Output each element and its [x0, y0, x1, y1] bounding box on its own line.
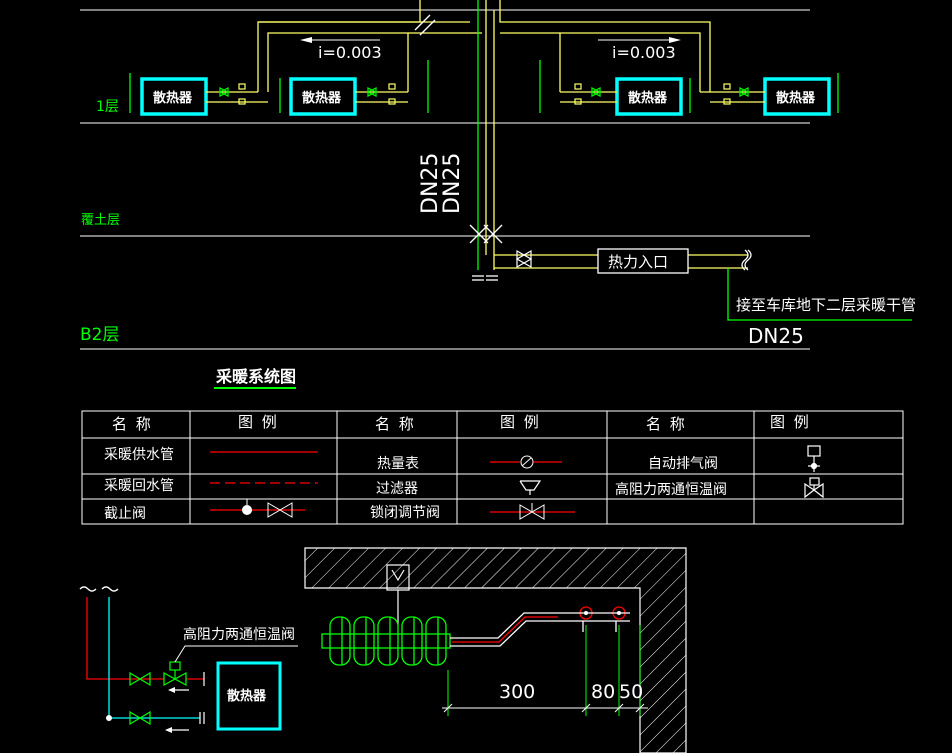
legend-header-4: 图 例 [500, 413, 541, 431]
riser-size-a: DN25 [418, 153, 443, 214]
legend-header-5: 名 称 [646, 415, 687, 433]
cover-soil-label: 覆土层 [81, 213, 120, 228]
radiator-4-label: 散热器 [776, 90, 816, 106]
radiator-4: 散热器 [763, 77, 831, 116]
legend-header-6: 图 例 [770, 413, 811, 431]
diagram-title: 采暖系统图 [215, 367, 296, 386]
dimension-lines [442, 625, 648, 716]
legend-row2-name1: 采暖回水管 [104, 478, 174, 494]
radiator-connection-pipe [450, 606, 630, 647]
legend-row1-name3: 自动排气阀 [648, 456, 718, 472]
heat-inlet-main [494, 249, 912, 321]
dim-80: 80 [591, 681, 615, 703]
dim-50: 50 [619, 681, 643, 703]
legend-row1-name1: 采暖供水管 [104, 447, 174, 463]
heat-inlet-label: 热力入口 [608, 253, 668, 271]
legend-row1-name2: 热量表 [377, 456, 419, 472]
radiator-1: 散热器 [140, 77, 208, 116]
legend-header-2: 图 例 [238, 413, 279, 431]
main-size-label: DN25 [748, 324, 804, 348]
detail-valve-leader [174, 645, 298, 663]
detail-left-pipes [79, 586, 204, 721]
stop-valve-symbol [210, 499, 305, 518]
detail-radiator [216, 661, 282, 731]
legend-header-1: 名 称 [112, 415, 153, 433]
legend-row3-name1: 截止阀 [104, 506, 146, 522]
radiator-2-label: 散热器 [302, 90, 342, 106]
legend-row3-name2: 锁闭调节阀 [370, 505, 440, 521]
legend-row2-name2: 过滤器 [376, 481, 418, 497]
heat-inlet-box [597, 248, 689, 274]
filter-symbol [519, 480, 542, 495]
detail-radiator-label: 散热器 [227, 688, 267, 704]
radiator-3-label: 散热器 [628, 90, 668, 106]
detail-left-valves [129, 661, 205, 733]
legend-row2-name3: 高阻力两通恒温阀 [615, 481, 727, 498]
thermostatic-valve-symbol [804, 477, 824, 499]
wall-section [304, 547, 687, 753]
detail-valve-label: 高阻力两通恒温阀 [183, 626, 295, 643]
radiator-elevation [321, 616, 451, 666]
legend-header-3: 名 称 [375, 415, 416, 433]
inlet-valve [515, 249, 533, 269]
wall-bracket [386, 564, 410, 625]
slope-label-left: i=0.003 [318, 43, 382, 62]
right-branch-pipes [499, 0, 839, 113]
connect-note: 接至车库地下二层采暖干管 [736, 296, 916, 314]
radiator-1-label: 散热器 [153, 90, 193, 106]
lock-valve-symbol [490, 503, 575, 520]
legend-table [81, 410, 904, 525]
dim-300: 300 [499, 681, 535, 703]
floor-1-label: 1层 [96, 99, 119, 115]
riser-size-b: DN25 [440, 153, 465, 214]
heat-meter-symbol [490, 455, 562, 469]
floor-b2-label: B2层 [80, 325, 119, 345]
radiator-3: 散热器 [615, 77, 683, 116]
radiator-valves [206, 83, 765, 105]
radiator-2: 散热器 [289, 77, 357, 116]
slope-label-right: i=0.003 [612, 43, 676, 62]
air-vent-symbol [807, 445, 821, 472]
main-riser [414, 0, 503, 281]
left-branch-pipes [129, 0, 482, 113]
